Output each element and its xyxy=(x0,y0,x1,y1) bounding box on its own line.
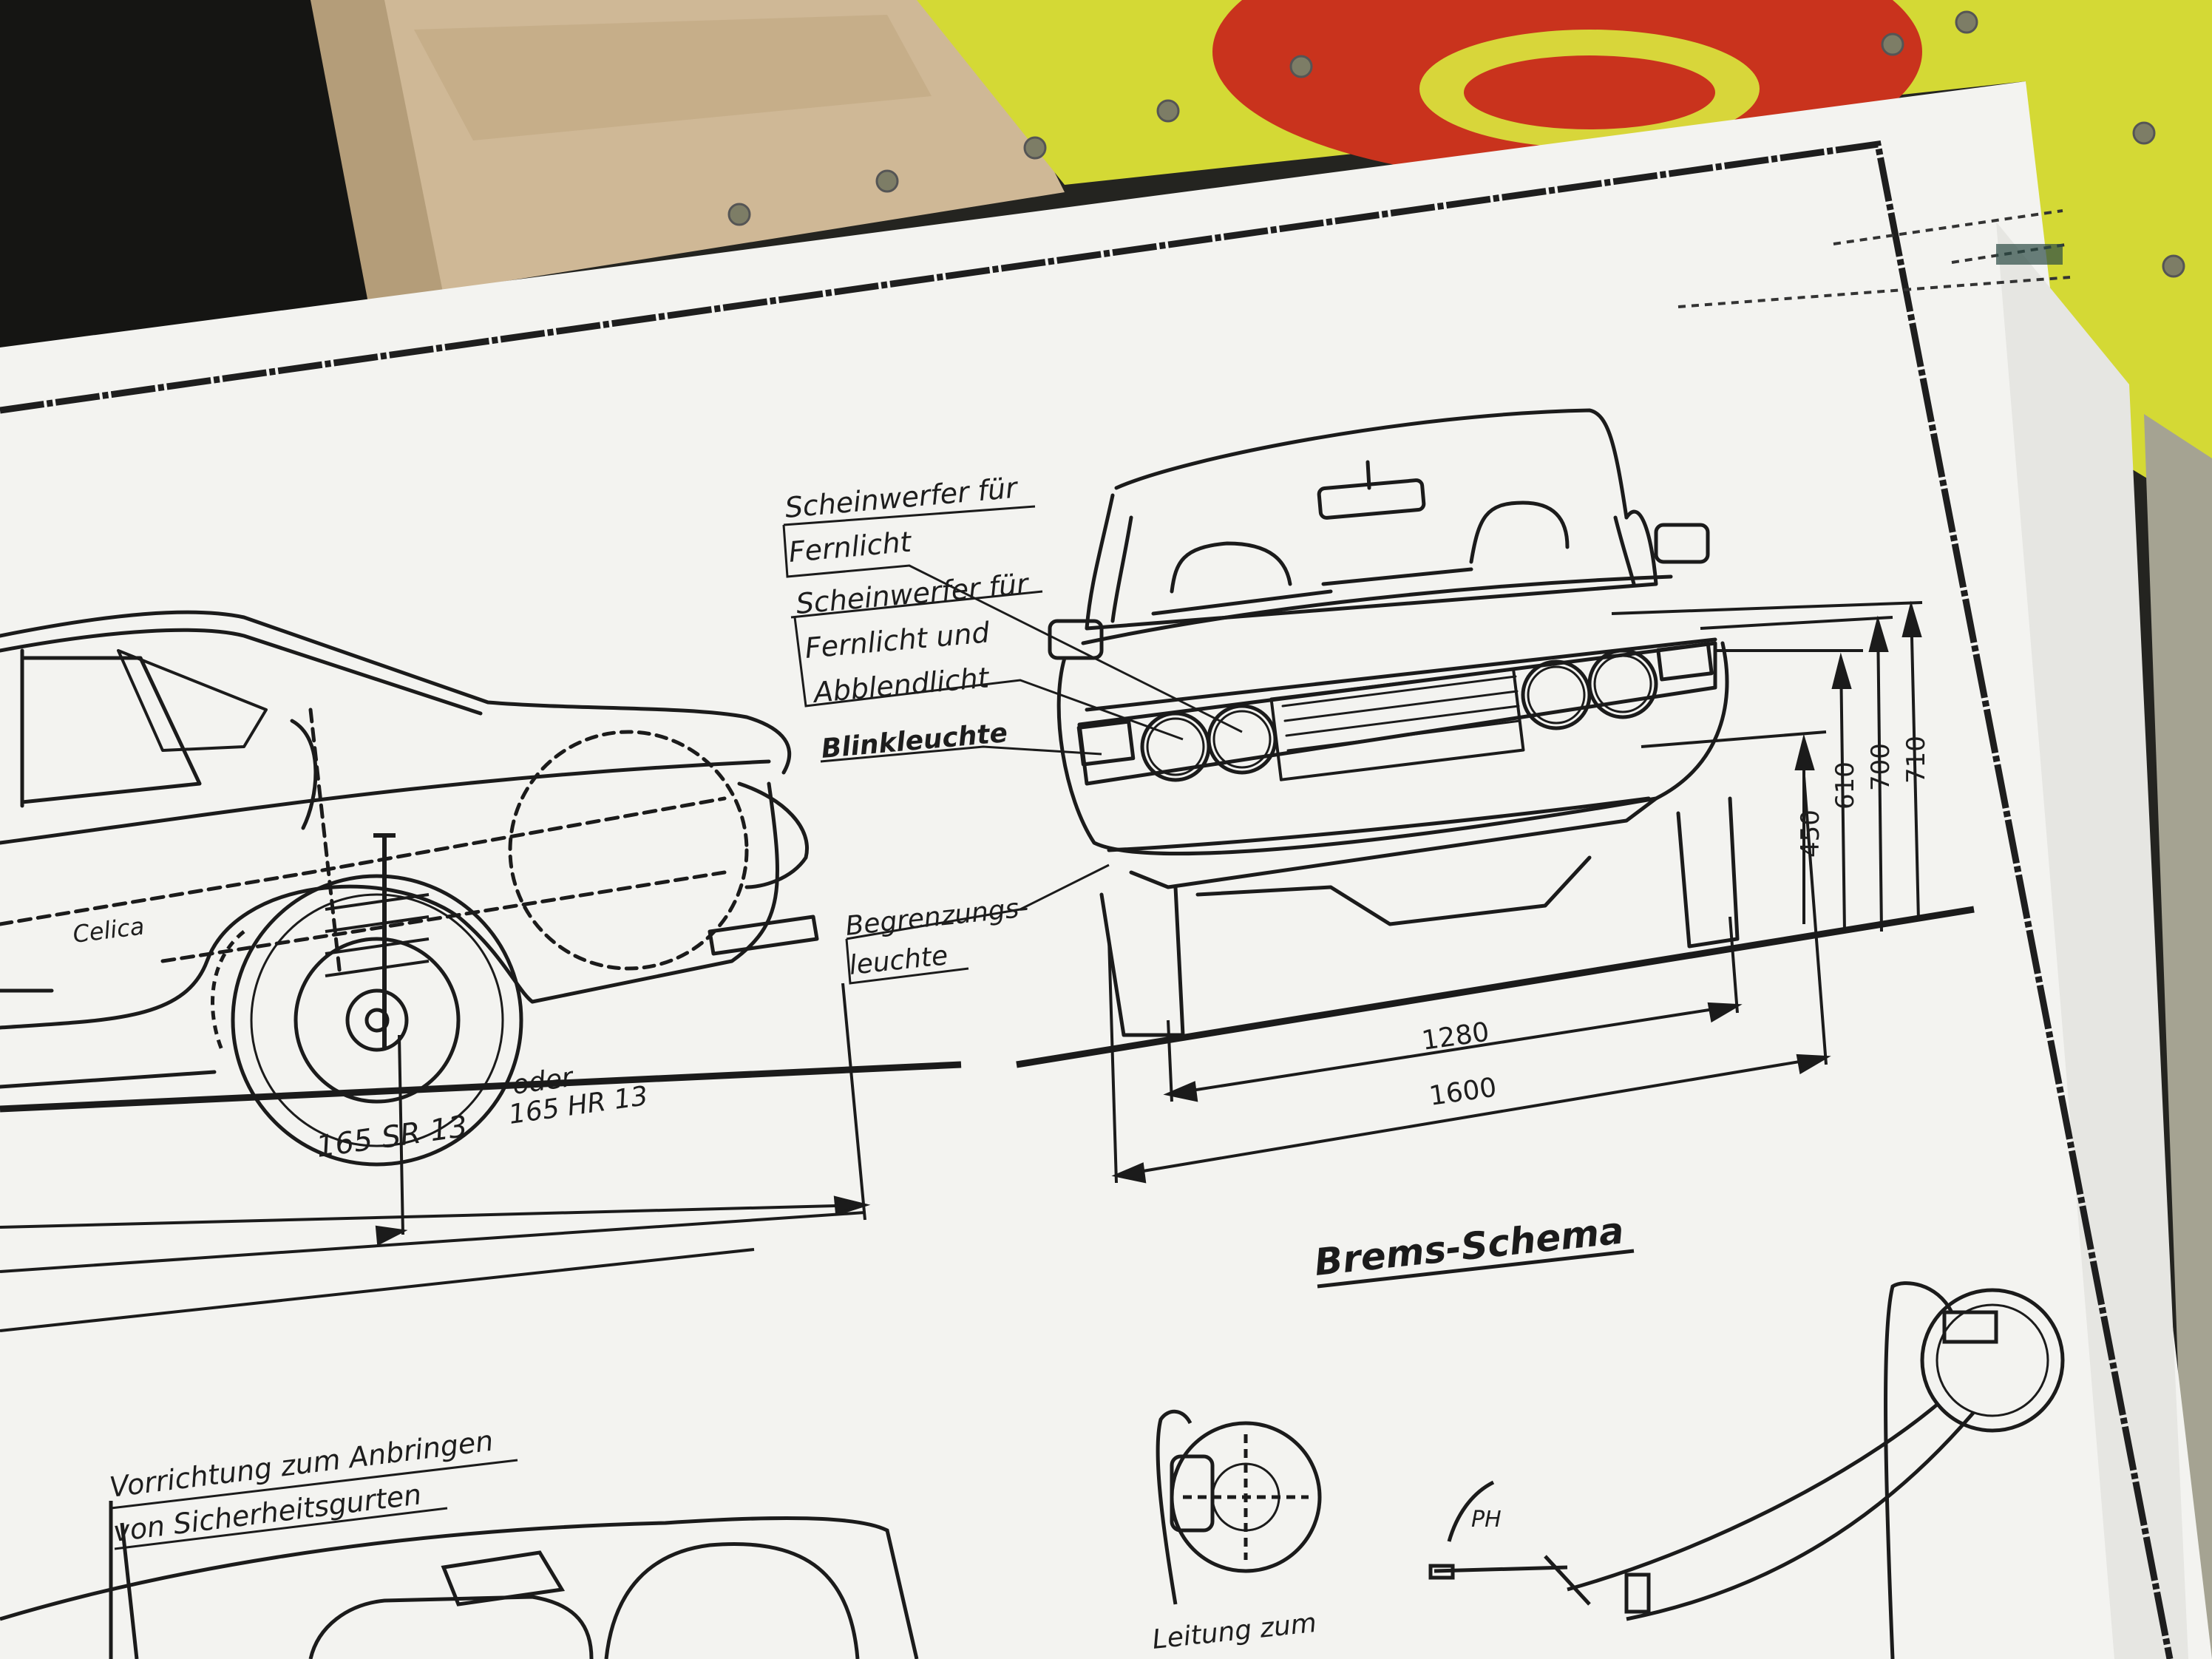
handbrake-cable xyxy=(1567,1403,1938,1592)
bumper xyxy=(708,915,819,956)
headlight-right-outer xyxy=(1587,648,1658,719)
seat-right xyxy=(1469,501,1570,564)
seat-left xyxy=(1170,541,1292,594)
rivets xyxy=(727,10,2185,278)
handbrake-lever xyxy=(1434,1555,1591,1606)
louvres xyxy=(117,649,268,752)
side-dimensions xyxy=(0,983,962,1332)
wipers xyxy=(1151,567,1473,616)
brake-diagram xyxy=(1156,1281,2065,1659)
front-wheel-right xyxy=(1676,796,1740,949)
dim-710: 710 xyxy=(1901,736,1931,784)
front-dimensions xyxy=(1016,600,1975,1184)
ph-arrow xyxy=(1447,1480,1495,1542)
right-shadow xyxy=(2144,414,2212,1659)
indicator-left xyxy=(1076,719,1136,767)
under-tray xyxy=(1195,855,1592,926)
rear-wheel xyxy=(211,833,523,1167)
front-bumper xyxy=(1107,796,1651,852)
headlight-left-inner xyxy=(1207,704,1278,775)
hood xyxy=(1081,574,1673,645)
grille-hatch xyxy=(1281,675,1521,752)
front-wheel-left xyxy=(1099,885,1185,1037)
tail-lamp xyxy=(737,781,809,889)
chassis-dashed xyxy=(0,796,727,926)
brake-line-rear xyxy=(1884,1281,1954,1659)
wood-grain xyxy=(414,15,932,140)
sill xyxy=(0,1070,217,1089)
dim-450: 450 xyxy=(1796,810,1825,858)
door-mirror-right xyxy=(1654,523,1710,564)
drawing-border xyxy=(0,140,2174,1659)
fuel-tank-outline xyxy=(508,730,749,971)
brake-line-front xyxy=(1156,1409,1192,1605)
rear-window xyxy=(20,648,202,808)
lower-valance xyxy=(1129,796,1658,889)
beltline xyxy=(0,759,771,845)
side-view-car xyxy=(0,610,819,1089)
wood-edge xyxy=(311,0,444,311)
paper-shade xyxy=(1996,222,2188,1659)
handbrake-cable-2 xyxy=(1626,1411,1975,1621)
rear-cylinder xyxy=(1942,1310,1998,1344)
ink-smudge xyxy=(1996,244,2063,265)
paper-sheet xyxy=(0,81,2212,1659)
windshield xyxy=(1085,493,1658,631)
roof-front xyxy=(1114,408,1629,520)
callout-leaders xyxy=(782,505,1243,985)
dark-corner xyxy=(0,0,384,347)
belt-car-outline xyxy=(0,1459,919,1659)
dim-610: 610 xyxy=(1831,761,1860,810)
yellow-panel xyxy=(917,0,2212,518)
front-view-car xyxy=(1048,408,1740,1037)
red-inner xyxy=(1464,55,1715,129)
roof-line xyxy=(0,610,792,775)
brake-caliper xyxy=(1170,1454,1215,1533)
indicator-right xyxy=(1656,642,1714,682)
door-mirror-left xyxy=(1048,619,1104,660)
front-body xyxy=(1056,641,1729,856)
roof-inner xyxy=(0,628,483,716)
dim-700: 700 xyxy=(1866,743,1896,791)
ph-label: PH xyxy=(1471,1507,1502,1533)
brake-title-underline xyxy=(1317,1249,1635,1289)
rear-brake-drum xyxy=(1920,1288,2065,1433)
